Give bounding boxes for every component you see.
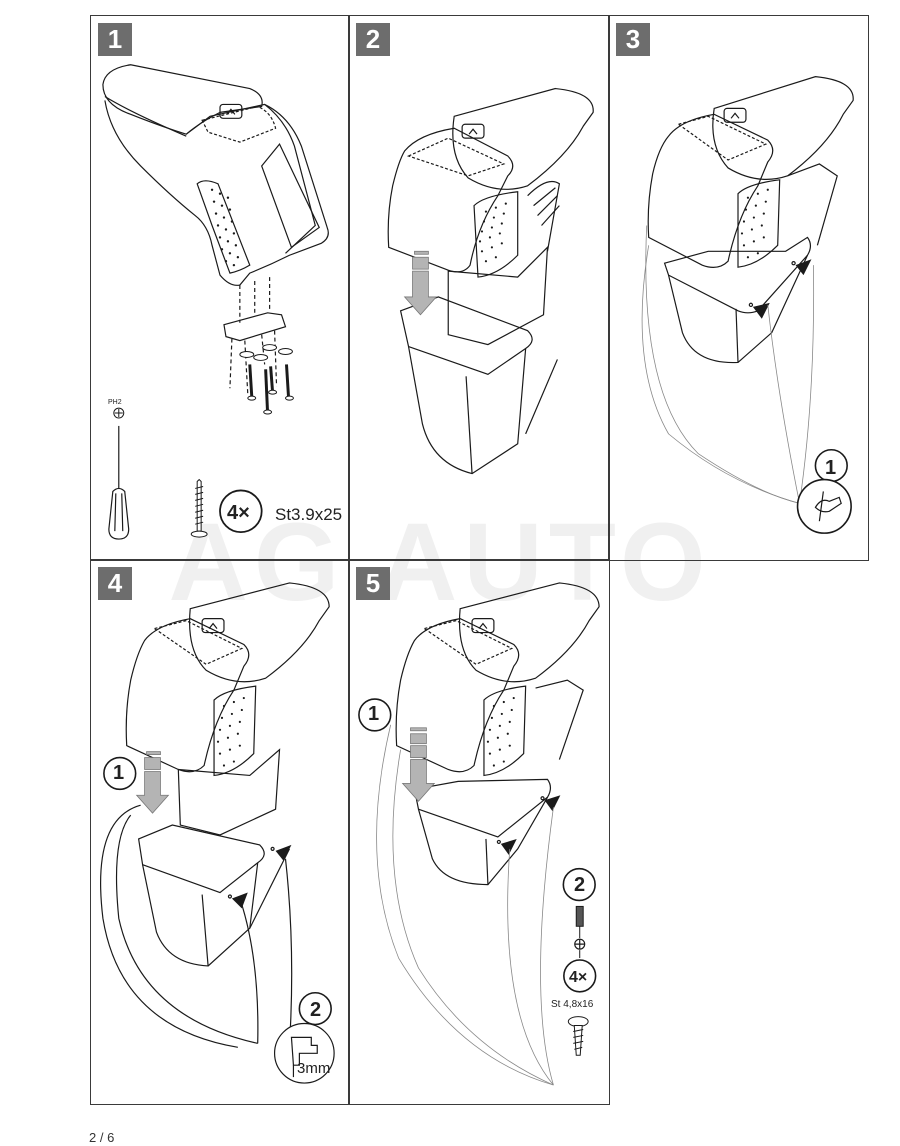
wood-screw-icon	[190, 478, 208, 538]
callout-circle-2	[298, 991, 332, 1026]
perforation-dots	[486, 696, 515, 767]
callout-number-1: 1	[368, 703, 380, 725]
armrest-lid	[452, 87, 594, 190]
tool-size-label: PH2	[108, 399, 122, 406]
mounting-bracket	[223, 312, 287, 342]
armrest-lid	[102, 64, 263, 135]
armrest-body	[104, 100, 329, 286]
step-panel-5: 5	[348, 559, 610, 1105]
phillips-bit-icon	[574, 938, 586, 950]
drill-bit-depth-icon	[290, 1036, 318, 1078]
step-number-badge: 5	[356, 567, 390, 600]
step-panel-4: 4	[90, 559, 350, 1105]
armrest-base	[447, 245, 549, 346]
console-top	[399, 296, 533, 375]
console-body	[407, 346, 527, 475]
step-panel-3: 3	[608, 15, 869, 561]
pointer-arrow-icon	[231, 844, 292, 909]
mark-holes-illustration	[641, 76, 854, 534]
instruction-grid: 1	[90, 15, 869, 1105]
callout-circle-1	[358, 698, 392, 732]
armrest-with-bracket-illustration	[102, 64, 329, 540]
screw-specification: St3.9x25	[275, 505, 343, 524]
phillips-ph2-icon	[113, 407, 125, 419]
callout-circle-1	[103, 756, 137, 791]
flange-screw-icon	[567, 1016, 589, 1056]
screw-quantity: 4×	[569, 969, 588, 986]
armrest-base	[177, 748, 281, 836]
step-panel-1: 1	[90, 15, 350, 561]
step-number-badge: 1	[98, 23, 132, 56]
callout-number: 1	[825, 457, 837, 479]
perforation-dots	[740, 188, 769, 259]
callout-leader-lines	[641, 225, 815, 504]
screw-quantity: 4×	[227, 502, 250, 524]
quantity-callout-circle	[563, 959, 597, 993]
perforation-dots	[216, 696, 245, 767]
pointer-arrow-icon	[752, 259, 812, 319]
screwdriver-icon	[108, 425, 130, 540]
console-top	[413, 778, 552, 838]
callout-number-2: 2	[310, 999, 322, 1021]
drill-holes-illustration	[100, 582, 335, 1084]
marking-icon-circle	[796, 478, 852, 534]
leader-loop	[100, 804, 238, 1048]
pointer-arrow-icon	[500, 795, 561, 855]
callout-circle-2	[562, 867, 596, 902]
hand-marking-pen-icon	[814, 491, 842, 522]
screwdriver-icon	[575, 905, 584, 939]
perforation-dots	[210, 188, 240, 267]
step-number-badge: 4	[98, 567, 132, 600]
step-panel-2: 2	[348, 15, 610, 561]
step-number-badge: 2	[356, 23, 390, 56]
fasten-screws-illustration	[358, 582, 600, 1086]
page-indicator: 2 / 6	[89, 1130, 115, 1145]
callout-leader-lines	[376, 724, 554, 1086]
console-top	[137, 824, 265, 894]
callout-number-2: 2	[574, 874, 586, 896]
screw-specification: St 4,8x16	[551, 999, 594, 1010]
armrest-front	[387, 127, 514, 273]
armrest-onto-console-illustration	[387, 87, 594, 475]
perforation-dots	[478, 202, 507, 263]
quantity-callout-circle	[219, 489, 263, 534]
down-arrow-icon	[403, 250, 438, 316]
down-arrow-icon	[401, 727, 436, 802]
step-number-badge: 3	[616, 23, 650, 56]
callout-number-1: 1	[113, 762, 125, 784]
drill-depth-label: 3mm	[297, 1060, 331, 1077]
down-arrow-icon	[135, 751, 170, 814]
screws-exploded	[239, 344, 294, 415]
